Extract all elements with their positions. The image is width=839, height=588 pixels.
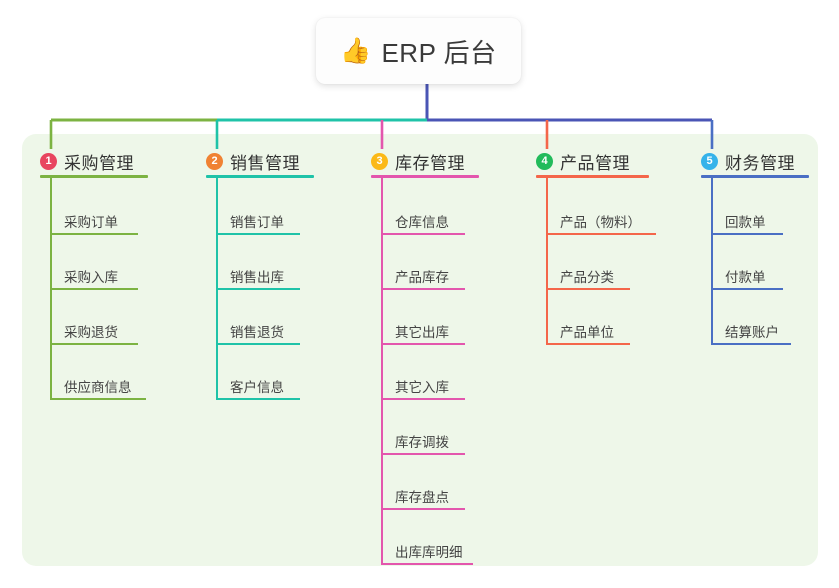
leaf-item-label[interactable]: 产品（物料） — [560, 215, 641, 230]
leaf-item-rule — [216, 233, 300, 235]
leaf-item-rule — [381, 233, 465, 235]
branch-spine — [216, 175, 218, 398]
leaf-item-rule — [711, 288, 783, 290]
leaf-item-rule — [381, 563, 473, 565]
root-node-content: 👍 ERP 后台 — [340, 33, 496, 70]
branch-title: 销售管理 — [230, 154, 300, 173]
branch-header-underline — [536, 175, 649, 178]
leaf-item-rule — [50, 398, 146, 400]
thumbs-up-icon: 👍 — [340, 36, 372, 65]
leaf-item-label[interactable]: 采购入库 — [64, 270, 118, 285]
leaf-item-label[interactable]: 库存盘点 — [395, 490, 449, 505]
leaf-item-label[interactable]: 其它出库 — [395, 325, 449, 340]
leaf-item-rule — [216, 343, 300, 345]
branches-panel — [22, 134, 818, 566]
branch-header-underline — [206, 175, 314, 178]
branch-number-badge: 3 — [371, 153, 388, 170]
leaf-item-label[interactable]: 销售退货 — [230, 325, 284, 340]
leaf-item-label[interactable]: 采购订单 — [64, 215, 118, 230]
branch-header-2[interactable]: 2 销售管理 — [206, 149, 300, 174]
branch-number-badge: 4 — [536, 153, 553, 170]
branch-spine — [711, 175, 713, 343]
branch-header-underline — [40, 175, 148, 178]
leaf-item-label[interactable]: 出库库明细 — [395, 545, 463, 560]
branch-header-4[interactable]: 4 产品管理 — [536, 149, 630, 174]
leaf-item-label[interactable]: 客户信息 — [230, 380, 284, 395]
leaf-item-rule — [50, 288, 138, 290]
leaf-item-rule — [216, 398, 300, 400]
leaf-item-rule — [381, 453, 465, 455]
branch-title: 财务管理 — [725, 154, 795, 173]
leaf-item-rule — [546, 288, 630, 290]
root-node-title: ERP 后台 — [381, 37, 497, 68]
branch-number-badge: 5 — [701, 153, 718, 170]
branch-header-underline — [701, 175, 809, 178]
leaf-item-rule — [381, 398, 465, 400]
leaf-item-label[interactable]: 付款单 — [725, 270, 766, 285]
leaf-item-rule — [546, 343, 630, 345]
leaf-item-rule — [711, 343, 791, 345]
branch-number-badge: 2 — [206, 153, 223, 170]
leaf-item-label[interactable]: 仓库信息 — [395, 215, 449, 230]
leaf-item-label[interactable]: 产品分类 — [560, 270, 614, 285]
leaf-item-label[interactable]: 库存调拨 — [395, 435, 449, 450]
leaf-item-rule — [216, 288, 300, 290]
branch-header-3[interactable]: 3 库存管理 — [371, 149, 465, 174]
leaf-item-label[interactable]: 产品单位 — [560, 325, 614, 340]
leaf-item-rule — [50, 233, 138, 235]
leaf-item-rule — [381, 343, 465, 345]
branch-title: 产品管理 — [560, 154, 630, 173]
branch-spine — [381, 175, 383, 563]
branch-title: 采购管理 — [64, 154, 134, 173]
leaf-item-rule — [50, 343, 138, 345]
leaf-item-rule — [546, 233, 656, 235]
leaf-item-rule — [381, 288, 465, 290]
leaf-item-label[interactable]: 其它入库 — [395, 380, 449, 395]
leaf-item-label[interactable]: 产品库存 — [395, 270, 449, 285]
leaf-item-label[interactable]: 结算账户 — [725, 325, 779, 340]
root-node[interactable]: 👍 ERP 后台 — [316, 18, 521, 84]
branch-header-underline — [371, 175, 479, 178]
leaf-item-label[interactable]: 采购退货 — [64, 325, 118, 340]
leaf-item-label[interactable]: 销售订单 — [230, 215, 284, 230]
branch-title: 库存管理 — [395, 154, 465, 173]
branch-header-5[interactable]: 5 财务管理 — [701, 149, 795, 174]
leaf-item-label[interactable]: 回款单 — [725, 215, 766, 230]
branch-spine — [50, 175, 52, 398]
leaf-item-label[interactable]: 供应商信息 — [64, 380, 132, 395]
leaf-item-label[interactable]: 销售出库 — [230, 270, 284, 285]
leaf-item-rule — [381, 508, 465, 510]
branch-number-badge: 1 — [40, 153, 57, 170]
leaf-item-rule — [711, 233, 783, 235]
branch-spine — [546, 175, 548, 343]
branch-header-1[interactable]: 1 采购管理 — [40, 149, 134, 174]
